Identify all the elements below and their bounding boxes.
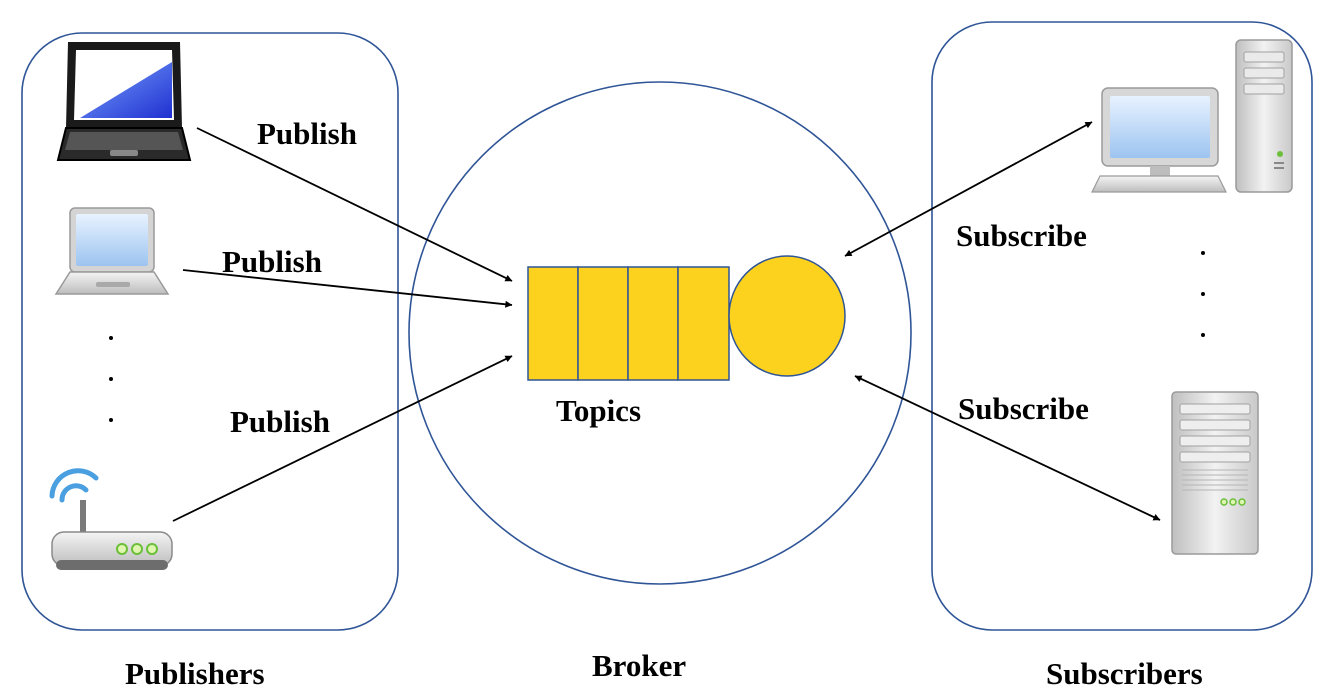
publish-label-2: Publish [222, 244, 322, 279]
server-tower-icon [1171, 391, 1259, 555]
publish-label-1: Publish [257, 116, 357, 151]
publishers-ellipsis [109, 336, 113, 422]
publish-arrow-1 [196, 127, 513, 282]
laptop-dark-icon [56, 42, 192, 161]
broker-circle [408, 81, 912, 585]
subscribe-arrow-1 [844, 121, 1093, 257]
topic-slot [527, 266, 579, 381]
publishers-box [21, 32, 399, 631]
laptop-light-icon [54, 207, 170, 295]
publish-label-3: Publish [230, 404, 330, 439]
desktop-computer-icon [1091, 39, 1293, 193]
publishers-title: Publishers [125, 656, 265, 691]
subscribe-label-2: Subscribe [958, 391, 1089, 426]
topic-slot [627, 266, 679, 381]
wifi-router-icon [49, 468, 173, 570]
publish-arrow-3 [172, 355, 513, 522]
topic-queue [527, 255, 846, 381]
subscribe-label-1: Subscribe [956, 218, 1087, 253]
broker-title: Broker [592, 648, 686, 683]
topics-label: Topics [556, 393, 641, 428]
subscribe-arrow-2 [854, 375, 1161, 521]
topic-slot [577, 266, 629, 381]
topic-head-circle [728, 255, 846, 377]
topic-slot [677, 266, 730, 381]
publish-arrow-2 [182, 269, 513, 308]
subscribers-ellipsis [1201, 251, 1205, 337]
subscribers-title: Subscribers [1046, 656, 1203, 691]
subscribers-box [931, 21, 1313, 631]
